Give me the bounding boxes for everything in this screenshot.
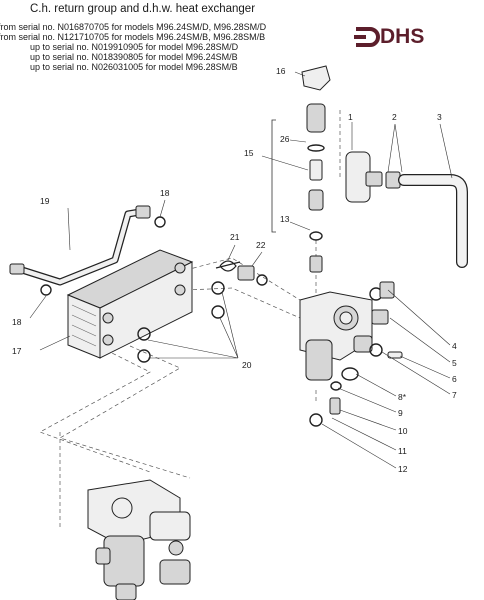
callout-4: 4 bbox=[452, 341, 457, 351]
callout-9: 9 bbox=[398, 408, 403, 418]
callout-20: 20 bbox=[242, 360, 252, 370]
callout-5: 5 bbox=[452, 358, 457, 368]
callout-18-top: 18 bbox=[160, 188, 170, 198]
plate-heat-exchanger-17 bbox=[66, 249, 194, 359]
callout-15: 15 bbox=[244, 148, 254, 158]
nut-22 bbox=[237, 265, 268, 286]
dhs-logo: DHS bbox=[354, 25, 452, 48]
dhs-logo-text: DHS bbox=[380, 25, 425, 48]
callout-10: 10 bbox=[398, 426, 408, 436]
bypass-pipe-19 bbox=[9, 205, 151, 286]
callout-7: 7 bbox=[452, 390, 457, 400]
callout-1: 1 bbox=[348, 112, 353, 122]
pump-part-1 bbox=[345, 151, 468, 268]
serial-note-3: up to serial no. N019910905 for model M9… bbox=[30, 42, 239, 52]
serial-note-2: from serial no. N121710705 for models M9… bbox=[0, 32, 266, 42]
callout-6: 6 bbox=[452, 374, 457, 384]
clip-21 bbox=[215, 260, 241, 272]
callout-22: 22 bbox=[256, 240, 266, 250]
callout-13: 13 bbox=[280, 214, 290, 224]
callout-26: 26 bbox=[280, 134, 290, 144]
callout-16: 16 bbox=[276, 66, 286, 76]
diagram-title: C.h. return group and d.h.w. heat exchan… bbox=[30, 3, 256, 15]
callout-19: 19 bbox=[40, 196, 50, 206]
callout-21: 21 bbox=[230, 232, 240, 242]
serial-note-5: up to serial no. N026031005 for model M9… bbox=[30, 62, 238, 72]
callout-8: 8* bbox=[398, 392, 407, 402]
bypass-cartridge-15 bbox=[271, 65, 331, 273]
dhs-logo-icon bbox=[354, 27, 380, 47]
callout-11: 11 bbox=[398, 446, 407, 456]
diverter-valve-group bbox=[87, 479, 191, 600]
serial-note-1: from serial no. N016870705 for models M9… bbox=[0, 22, 267, 32]
callout-numbers: 1 2 3 4 5 6 7 8* 9 10 11 12 13 15 16 17 … bbox=[12, 66, 457, 474]
callout-leader-lines bbox=[29, 71, 453, 469]
callout-2: 2 bbox=[392, 112, 397, 122]
callout-12: 12 bbox=[398, 464, 408, 474]
callout-17: 17 bbox=[12, 346, 22, 356]
serial-note-4: up to serial no. N018390805 for model M9… bbox=[30, 52, 238, 62]
callout-3: 3 bbox=[437, 112, 442, 122]
return-group-body bbox=[299, 281, 403, 427]
callout-18-left: 18 bbox=[12, 317, 22, 327]
